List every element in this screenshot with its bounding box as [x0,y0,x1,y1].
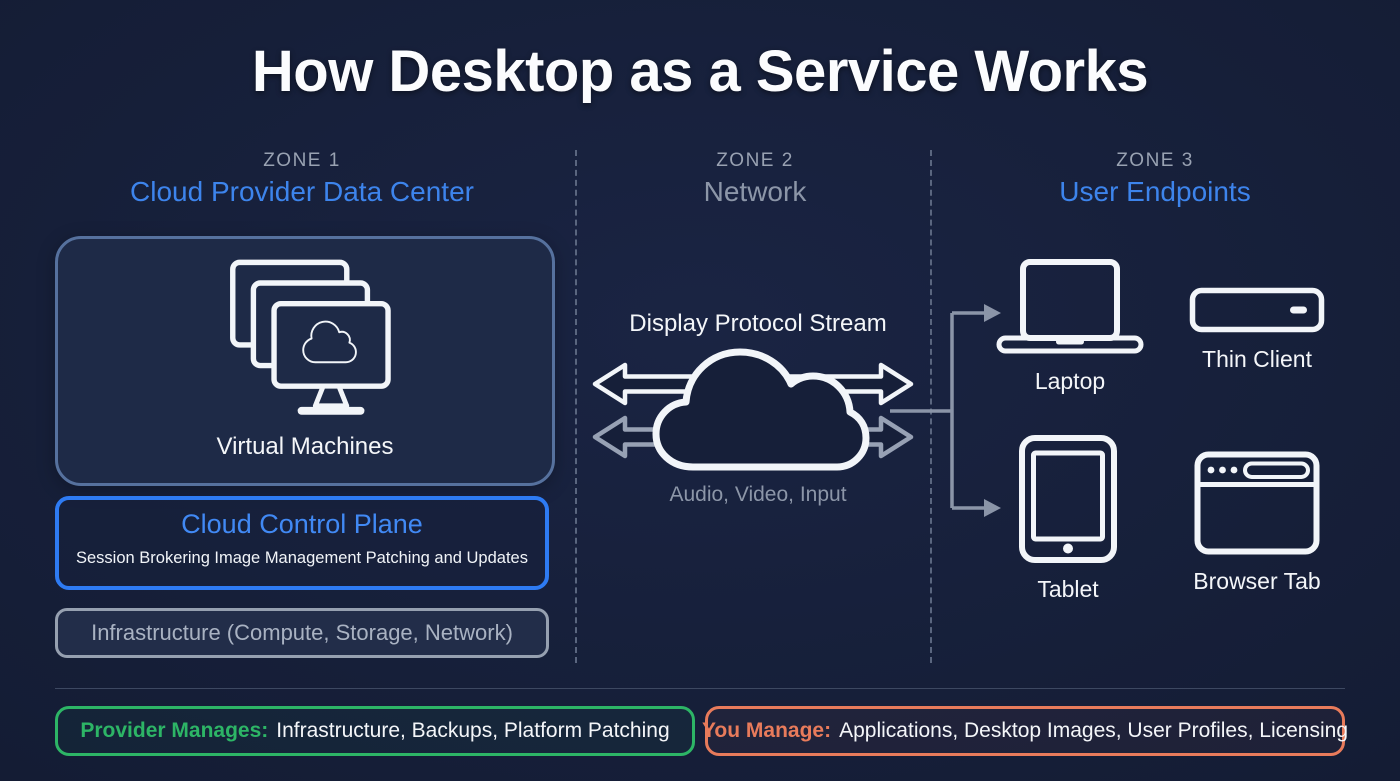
zone-divider-2 [930,150,932,663]
you-manage-items: Applications, Desktop Images, User Profi… [839,719,1349,742]
display-protocol-stream-label: Display Protocol Stream [629,310,887,337]
virtual-machines-box: Virtual Machines [55,236,555,486]
control-plane-title: Cloud Control Plane [181,509,423,539]
virtual-machines-icon [230,259,391,415]
endpoint-connector-lines [890,311,984,510]
you-manage-legend: You Manage: Applications, Desktop Images… [701,706,1349,756]
zone2-label: Network [703,176,807,207]
zone2-header: ZONE 2 Network [545,150,965,208]
zone1-header: ZONE 1 Cloud Provider Data Center [92,150,512,208]
you-manage-prefix: You Manage: [701,719,832,742]
vm-label: Virtual Machines [216,433,394,460]
network-cloud-icon [652,348,870,471]
browser-tab-icon [1194,451,1320,555]
provider-manages-legend: Provider Manages: Infrastructure, Backup… [55,706,695,756]
control-plane-items: Session Brokering Image Management Patch… [59,549,545,568]
tablet-icon [1019,435,1117,563]
zone3-kicker: ZONE 3 [1116,150,1194,171]
stream-double-arrow-icon [592,362,914,406]
thin-client-icon [1189,287,1325,333]
infrastructure-label: Infrastructure (Compute, Storage, Networ… [91,620,513,645]
zone-divider-1 [575,150,577,663]
endpoint-label-laptop: Laptop [1034,368,1106,394]
control-plane-item: Image Management [214,549,362,567]
endpoint-label-browser-tab: Browser Tab [1193,568,1321,594]
zone1-kicker: ZONE 1 [263,150,341,171]
zone1-label: Cloud Provider Data Center [130,176,474,207]
provider-manages-prefix: Provider Manages: [80,719,269,742]
cloud-glyph [303,322,356,363]
zone3-label: User Endpoints [1059,176,1251,207]
provider-manages-items: Infrastructure, Backups, Platform Patchi… [276,719,670,742]
laptop-icon [996,259,1144,354]
control-plane-item: Session Brokering [76,549,210,567]
audio-video-input-label: Audio, Video, Input [669,483,847,506]
endpoint-label-tablet: Tablet [1037,576,1099,602]
cloud-control-plane-box: Cloud Control Plane Session Brokering Im… [55,496,549,590]
control-plane-item: Patching and Updates [365,549,528,567]
payload-double-arrow-icon [592,415,914,459]
infrastructure-box: Infrastructure (Compute, Storage, Networ… [55,608,549,658]
zone3-header: ZONE 3 User Endpoints [945,150,1365,208]
endpoint-label-thin-client: Thin Client [1202,346,1312,372]
zone2-kicker: ZONE 2 [716,150,794,171]
footer-divider [55,688,1345,689]
connector-arrowhead-tablet [984,499,1001,517]
page-title: How Desktop as a Service Works [251,39,1149,104]
